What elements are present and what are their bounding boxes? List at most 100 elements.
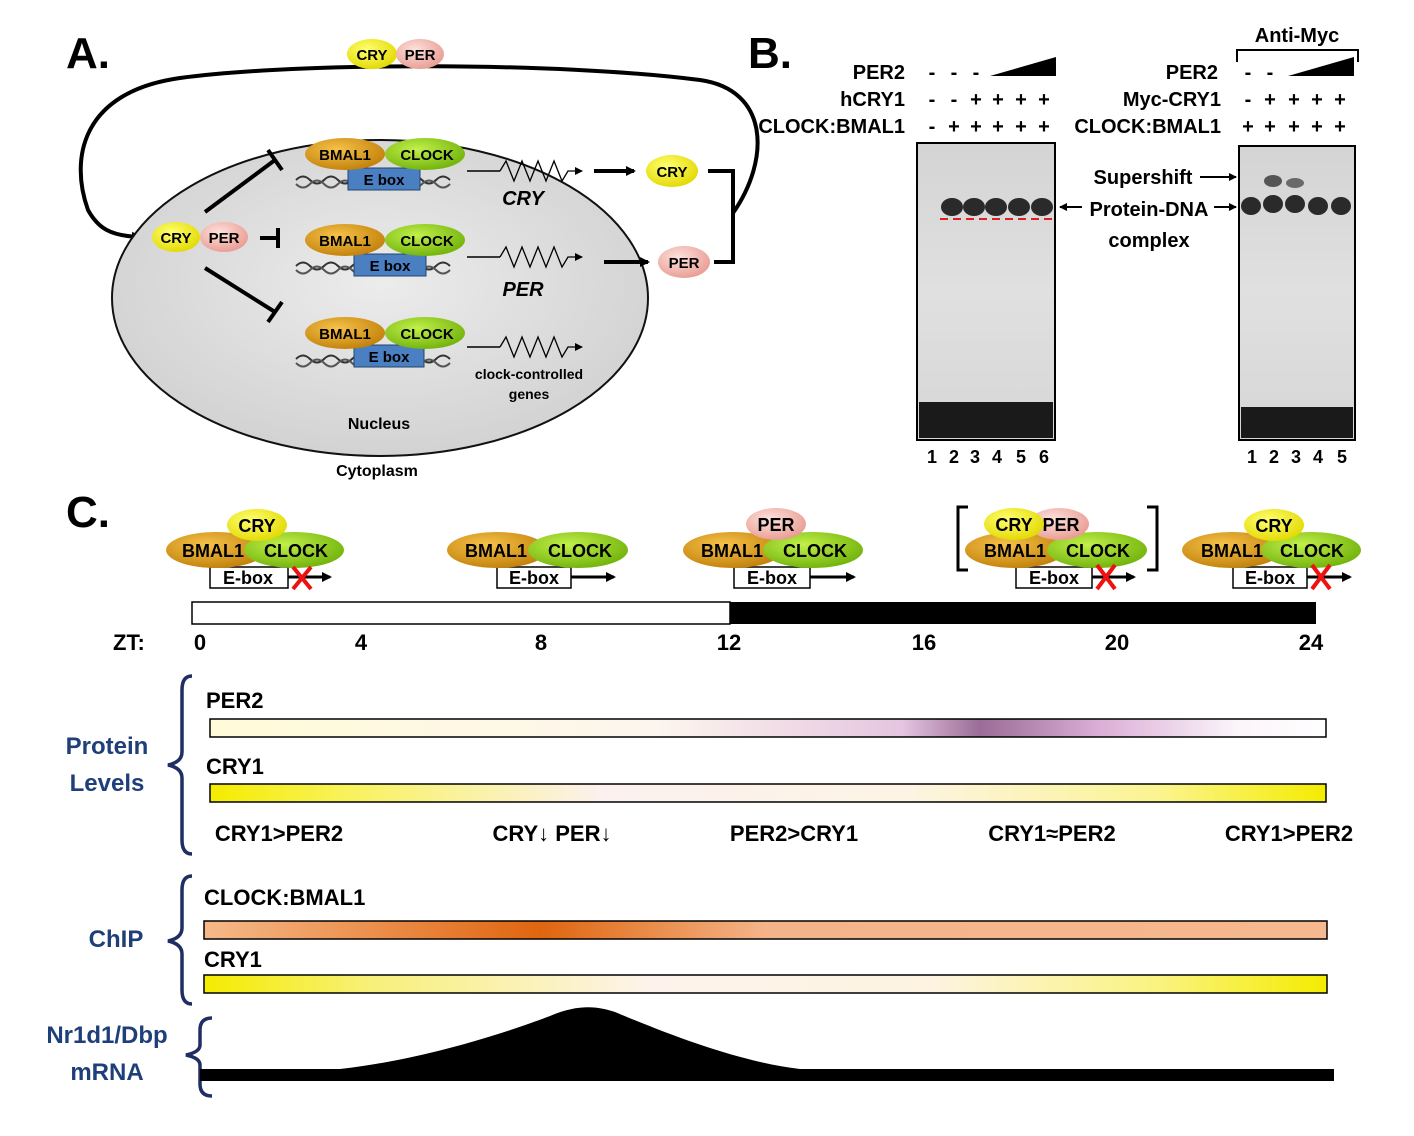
lane-number: 3 — [1291, 447, 1301, 467]
product-join-bracket — [708, 169, 735, 264]
cry1-chip-bar — [203, 974, 1328, 994]
anti-myc-label: Anti-Myc — [1255, 25, 1339, 47]
sign: + — [970, 116, 982, 138]
clock-label: CLOCK — [400, 326, 453, 343]
per-label: PER — [757, 515, 794, 535]
sign: + — [1288, 89, 1300, 111]
lane-number: 5 — [1337, 447, 1347, 467]
nuclear-per-protein — [200, 222, 248, 252]
clock-bmal1-chip-bar — [203, 920, 1328, 940]
clock-label: CLOCK — [1280, 541, 1344, 561]
mrna-brace — [185, 1016, 213, 1098]
cry1-bar-label: CRY1 — [206, 754, 264, 779]
ebox-label: E box — [369, 349, 410, 366]
left-gel-conditions: PER2 hCRY1 CLOCK:BMAL1 - - - - - + + + +… — [758, 62, 1050, 138]
bmal1-label: BMAL1 — [984, 541, 1046, 561]
per2-gradient-wedge — [990, 57, 1056, 76]
clock-bmal1-bar-label: CLOCK:BMAL1 — [204, 885, 365, 910]
clock-label: CLOCK — [400, 233, 453, 250]
ratio-label: CRY1≈PER2 — [988, 821, 1115, 846]
gene-ccg-label-2: genes — [509, 386, 550, 402]
cytoplasm-label: Cytoplasm — [336, 463, 418, 480]
bmal1-label: BMAL1 — [701, 541, 763, 561]
panel-a-label: A. — [66, 29, 110, 78]
sign: + — [1311, 89, 1323, 111]
sign: + — [1242, 116, 1254, 138]
lane-number: 1 — [927, 447, 937, 467]
feedback-loop-line — [78, 64, 760, 242]
right-gel — [1238, 145, 1356, 441]
left-gel-lane-numbers: 1 2 3 4 5 6 — [927, 447, 1049, 467]
zt-tick: 16 — [912, 630, 936, 655]
ebox-label: E box — [364, 172, 405, 189]
cry-label: CRY — [995, 515, 1032, 535]
left-gel-bands — [941, 198, 1053, 216]
bmal1-label: BMAL1 — [182, 541, 244, 561]
ebox-label: E-box — [1245, 568, 1295, 588]
lane-number: 4 — [992, 447, 1002, 467]
sign: + — [1038, 116, 1050, 138]
cry1-level-bar — [209, 783, 1327, 803]
nucleus-label: Nucleus — [348, 416, 410, 433]
right-gel-lane-numbers: 1 2 3 4 5 — [1247, 447, 1347, 467]
sign: + — [1288, 116, 1300, 138]
complex-zt8: E-box BMAL1 CLOCK — [447, 532, 628, 589]
repression-x-icon — [1310, 563, 1332, 591]
right-free-probe-band — [1241, 407, 1353, 438]
sign: + — [1334, 89, 1346, 111]
promoter-per: E box BMAL1 CLOCK — [295, 224, 583, 277]
sign: + — [1015, 89, 1027, 111]
sign: - — [973, 62, 980, 84]
sign: + — [1334, 116, 1346, 138]
lane-number: 2 — [1269, 447, 1279, 467]
ebox-label: E-box — [1029, 568, 1079, 588]
light-phase-bar — [191, 601, 731, 625]
per2-gradient-wedge-right — [1288, 57, 1354, 76]
protein-levels-label-2: Levels — [70, 770, 145, 797]
row-label: PER2 — [853, 62, 905, 84]
zt-tick: 24 — [1299, 630, 1324, 655]
ratio-label: CRY1>PER2 — [1225, 821, 1353, 846]
right-gel-conditions: PER2 Myc-CRY1 CLOCK:BMAL1 - - - + + + + … — [1074, 62, 1346, 138]
complex-zt12: E-box BMAL1 CLOCK PER — [683, 508, 863, 589]
dark-phase-bar — [730, 602, 1316, 624]
zt-tick: 8 — [535, 630, 547, 655]
promoter-clock-controlled: E box BMAL1 CLOCK — [295, 317, 583, 368]
sign: - — [1267, 62, 1274, 84]
lane-number: 2 — [949, 447, 959, 467]
mrna-label-1: Nr1d1/Dbp — [46, 1022, 167, 1049]
sign: - — [951, 89, 958, 111]
bmal1-label: BMAL1 — [319, 326, 371, 343]
ratio-label: CRY1>PER2 — [215, 821, 343, 846]
row-label: PER2 — [1166, 62, 1218, 84]
zt-ticks: 0 4 8 12 16 20 24 — [194, 630, 1324, 655]
protein-levels-brace — [167, 674, 193, 856]
ratio-labels: CRY1>PER2 CRY↓ PER↓ PER2>CRY1 CRY1≈PER2 … — [215, 821, 1353, 846]
sign: + — [970, 89, 982, 111]
zt-tick: 12 — [717, 630, 741, 655]
lane-number: 1 — [1247, 447, 1257, 467]
free-probe-band — [919, 402, 1053, 438]
sign: + — [1311, 116, 1323, 138]
lane-number: 5 — [1016, 447, 1026, 467]
loop-per-protein — [396, 39, 444, 69]
repression-x-icon — [291, 565, 313, 591]
complex-zt0: E-box BMAL1 CLOCK CRY — [166, 509, 344, 591]
ebox-label: E-box — [747, 568, 797, 588]
gene-per-label: PER — [502, 279, 544, 301]
complex-zt18: E-box BMAL1 CLOCK PER CRY — [956, 505, 1159, 591]
nuclear-per-label: PER — [209, 230, 240, 247]
per2-bar-label: PER2 — [206, 688, 263, 713]
loop-per-label: PER — [405, 47, 436, 64]
loop-cry-label: CRY — [356, 47, 387, 64]
bmal1-label: BMAL1 — [319, 147, 371, 164]
product-per-protein — [658, 246, 710, 278]
lane-number: 3 — [970, 447, 980, 467]
chip-brace — [167, 874, 193, 1006]
zt-tick: 0 — [194, 630, 206, 655]
clock-label: CLOCK — [264, 541, 328, 561]
ratio-label: CRY↓ PER↓ — [493, 821, 612, 846]
panel-b-label: B. — [748, 29, 792, 78]
promoter-cry: E box BMAL1 CLOCK — [295, 138, 583, 191]
